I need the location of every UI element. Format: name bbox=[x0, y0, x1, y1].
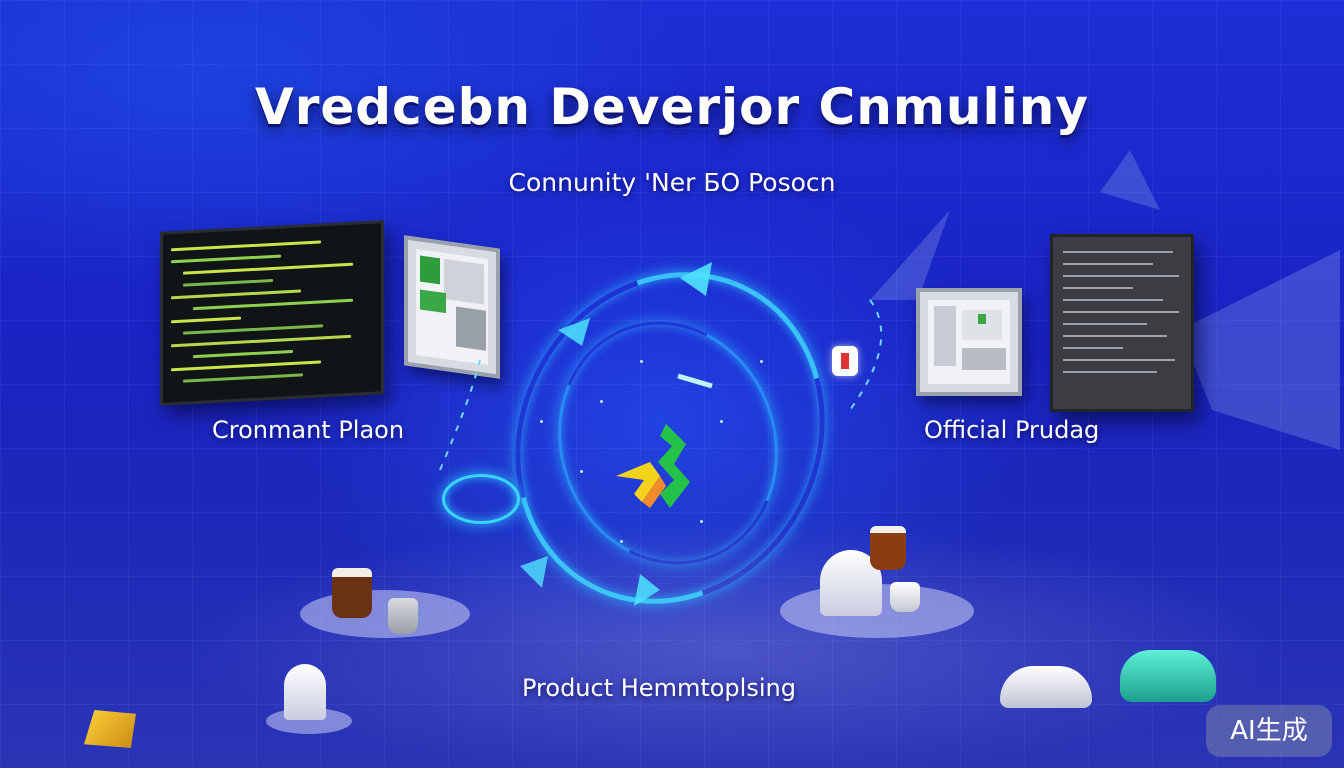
subtitle: Connunity 'Ner БО Posocn bbox=[508, 168, 836, 197]
logo-icon bbox=[616, 424, 690, 508]
sparkle bbox=[600, 400, 603, 403]
sparkle bbox=[760, 360, 763, 363]
coffee-cup-icon bbox=[870, 526, 906, 570]
label-bottom: Product Hemmtoplsing bbox=[522, 674, 796, 702]
page-title: Vredcebn Deverjor Cnmuliny bbox=[255, 77, 1089, 136]
helmet-icon bbox=[1000, 666, 1092, 708]
gold-block-icon bbox=[84, 710, 136, 748]
helmet-icon bbox=[284, 664, 326, 720]
connector-icon bbox=[832, 346, 858, 376]
coffee-cup-icon bbox=[388, 598, 418, 634]
swirl-icon bbox=[442, 474, 520, 524]
document-monitor-icon bbox=[1050, 234, 1194, 412]
floor-cloud bbox=[180, 520, 1280, 768]
sparkle bbox=[720, 420, 723, 423]
plate bbox=[300, 590, 470, 638]
label-left: Cronmant Plaon bbox=[212, 416, 405, 444]
tablet-icon bbox=[916, 288, 1022, 396]
label-right: Official Prudag bbox=[924, 416, 1100, 444]
sparkle bbox=[640, 360, 643, 363]
coffee-cup-icon bbox=[890, 582, 920, 612]
teal-cap-icon bbox=[1120, 650, 1216, 702]
sparkle bbox=[700, 520, 703, 523]
sparkle bbox=[540, 420, 543, 423]
sparkle bbox=[580, 470, 583, 473]
sparkle bbox=[620, 540, 623, 543]
coffee-cup-icon bbox=[332, 568, 372, 618]
ai-generated-badge: AI生成 bbox=[1206, 705, 1332, 757]
